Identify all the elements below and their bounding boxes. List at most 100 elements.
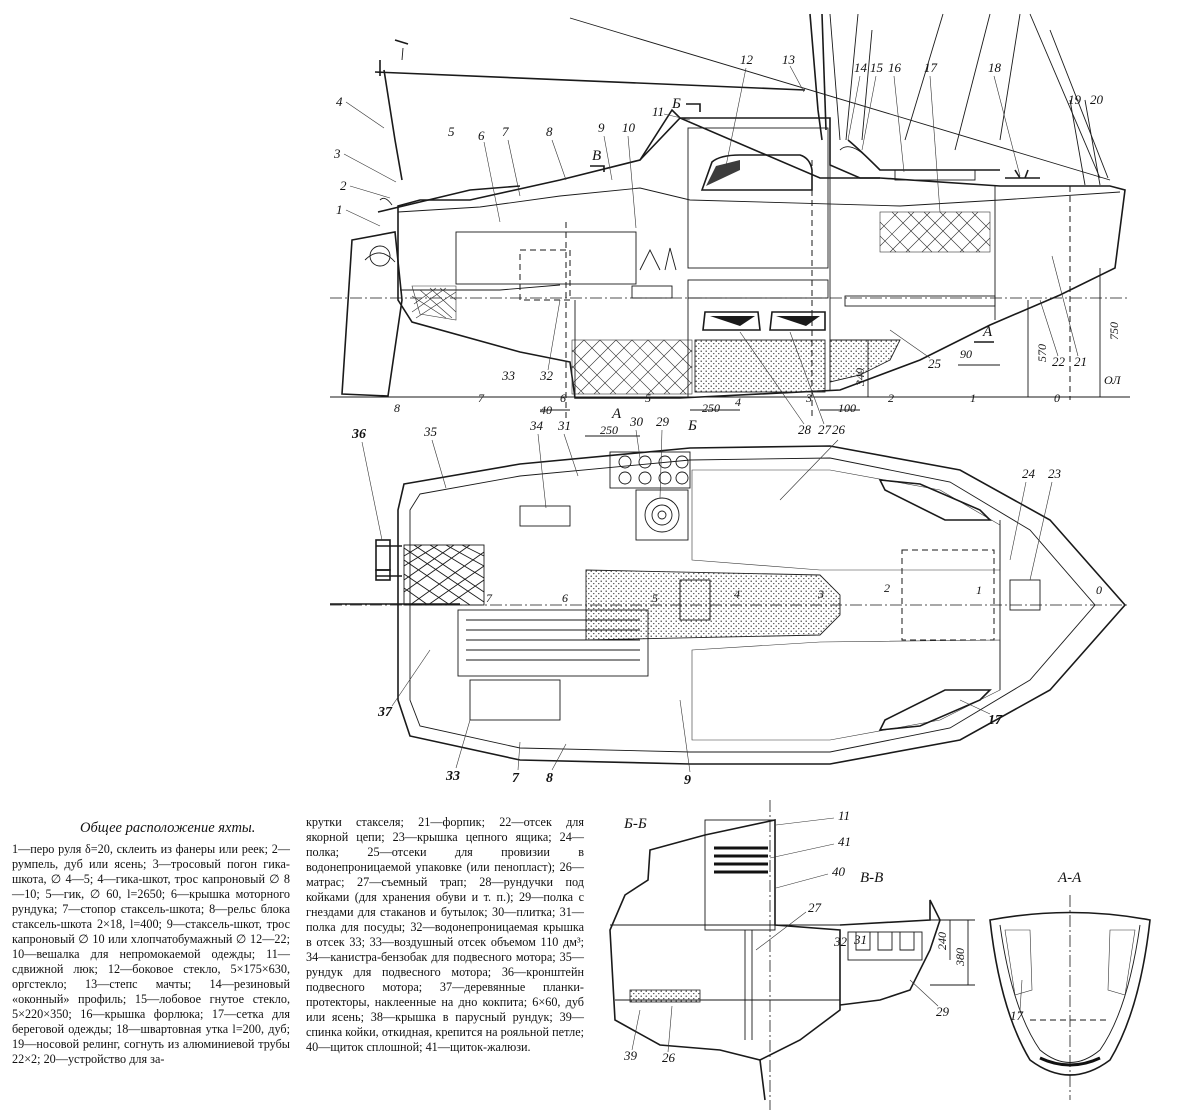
svg-text:570: 570 (1035, 344, 1049, 362)
svg-text:29: 29 (936, 1004, 950, 1019)
svg-text:26: 26 (662, 1050, 676, 1065)
svg-text:11: 11 (838, 808, 850, 823)
svg-text:ОЛ: ОЛ (1104, 373, 1121, 387)
section-aa: А-А 17 (989, 870, 1151, 1100)
profile-view: 750 570 340 90 100 250 40 ОЛ 8 7 6 5 4 3… (330, 13, 1130, 606)
svg-text:35: 35 (423, 424, 438, 439)
svg-text:12: 12 (740, 52, 754, 67)
svg-text:4: 4 (734, 587, 740, 601)
svg-text:22: 22 (1052, 354, 1066, 369)
svg-text:15: 15 (870, 60, 884, 75)
svg-text:4: 4 (735, 395, 741, 409)
hatched-compartments (411, 211, 991, 395)
svg-text:2: 2 (884, 581, 890, 595)
boom (374, 71, 806, 91)
svg-text:28: 28 (798, 422, 812, 437)
svg-text:16: 16 (888, 60, 902, 75)
svg-text:А-А: А-А (1057, 870, 1082, 886)
hull-outline (397, 108, 1126, 399)
svg-text:27: 27 (818, 422, 832, 437)
svg-text:14: 14 (854, 60, 868, 75)
legend-column-1: 1—перо руля δ=20, склеить из фанеры или … (12, 842, 290, 1066)
svg-text:17: 17 (1010, 1008, 1024, 1023)
svg-text:13: 13 (782, 52, 796, 67)
svg-text:5: 5 (652, 591, 658, 605)
svg-text:31: 31 (557, 418, 571, 433)
station-marks: 8 7 6 5 4 3 2 1 0 (394, 391, 1060, 415)
plan-callouts: 36 35 34 31 30 29 26 24 23 37 33 7 8 (351, 414, 1062, 788)
section-vv: В-В 240 380 32 31 29 (833, 870, 975, 1019)
svg-text:26: 26 (832, 422, 846, 437)
svg-text:40: 40 (832, 864, 846, 879)
svg-text:33: 33 (445, 769, 460, 784)
svg-text:32: 32 (833, 934, 848, 949)
svg-text:750: 750 (1107, 322, 1121, 340)
svg-text:6: 6 (562, 591, 568, 605)
deck-plan-outline (397, 445, 1127, 765)
svg-text:31: 31 (853, 932, 867, 947)
svg-text:8: 8 (394, 401, 400, 415)
svg-text:39: 39 (623, 1048, 638, 1063)
svg-text:21: 21 (1074, 354, 1087, 369)
svg-text:1: 1 (970, 391, 976, 405)
svg-text:8: 8 (546, 771, 553, 786)
svg-text:27: 27 (808, 900, 822, 915)
svg-text:2: 2 (340, 178, 347, 193)
svg-text:В: В (592, 148, 601, 164)
foam-compartment (694, 339, 826, 393)
svg-text:23: 23 (1048, 466, 1062, 481)
svg-text:33: 33 (501, 368, 516, 383)
svg-text:6: 6 (478, 128, 485, 143)
svg-text:19: 19 (1068, 92, 1082, 107)
svg-text:30: 30 (629, 414, 644, 429)
svg-text:А: А (611, 406, 622, 422)
svg-text:6: 6 (560, 391, 566, 405)
figure-title: Общее расположение яхты. (80, 820, 256, 836)
svg-text:32: 32 (539, 368, 554, 383)
svg-text:10: 10 (622, 120, 636, 135)
svg-text:100: 100 (838, 401, 856, 415)
section-markers: Б В А Б А (590, 96, 994, 434)
svg-text:29: 29 (656, 414, 670, 429)
svg-text:24: 24 (1022, 466, 1036, 481)
svg-text:17: 17 (988, 713, 1003, 728)
svg-text:380: 380 (953, 948, 967, 967)
plan-view: 7 6 5 4 3 2 1 0 250 36 35 34 31 30 29 26… (330, 414, 1127, 788)
svg-text:3: 3 (817, 587, 824, 601)
svg-text:340: 340 (853, 368, 867, 387)
svg-text:Б-Б: Б-Б (623, 816, 647, 832)
svg-text:0: 0 (1096, 583, 1102, 597)
svg-text:4: 4 (336, 94, 343, 109)
svg-text:40: 40 (540, 403, 552, 417)
mast (809, 13, 823, 141)
louvre-panel (714, 846, 768, 874)
svg-text:9: 9 (598, 120, 605, 135)
mattress-bb (629, 989, 701, 1003)
legend-column-2: крутки стакселя; 21—форпик; 22—отсек для… (306, 815, 584, 1054)
svg-text:25: 25 (928, 356, 942, 371)
svg-text:11: 11 (652, 104, 664, 119)
svg-text:90: 90 (960, 347, 972, 361)
svg-text:1: 1 (976, 583, 982, 597)
svg-text:18: 18 (988, 60, 1002, 75)
svg-text:250: 250 (702, 401, 720, 415)
svg-text:36: 36 (351, 427, 366, 442)
svg-text:9: 9 (684, 773, 691, 788)
svg-text:Б: Б (671, 96, 681, 112)
svg-text:3: 3 (805, 391, 812, 405)
rudder-blade (341, 231, 403, 397)
svg-text:5: 5 (448, 124, 455, 139)
profile-callouts: 1 2 3 4 5 6 7 8 9 10 11 12 13 14 (333, 52, 1104, 437)
profile-dimensions: 750 570 340 90 100 250 40 ОЛ (540, 268, 1121, 417)
svg-text:20: 20 (1090, 92, 1104, 107)
svg-text:7: 7 (502, 124, 509, 139)
svg-text:В-В: В-В (860, 870, 883, 886)
mattress-strip (585, 569, 841, 641)
stove-burners (618, 455, 689, 485)
svg-text:240: 240 (935, 932, 949, 950)
svg-text:7: 7 (486, 591, 493, 605)
section-bb: Б-Б 11 41 40 27 39 26 (609, 800, 851, 1110)
svg-text:А: А (982, 324, 993, 340)
svg-text:5: 5 (645, 391, 651, 405)
